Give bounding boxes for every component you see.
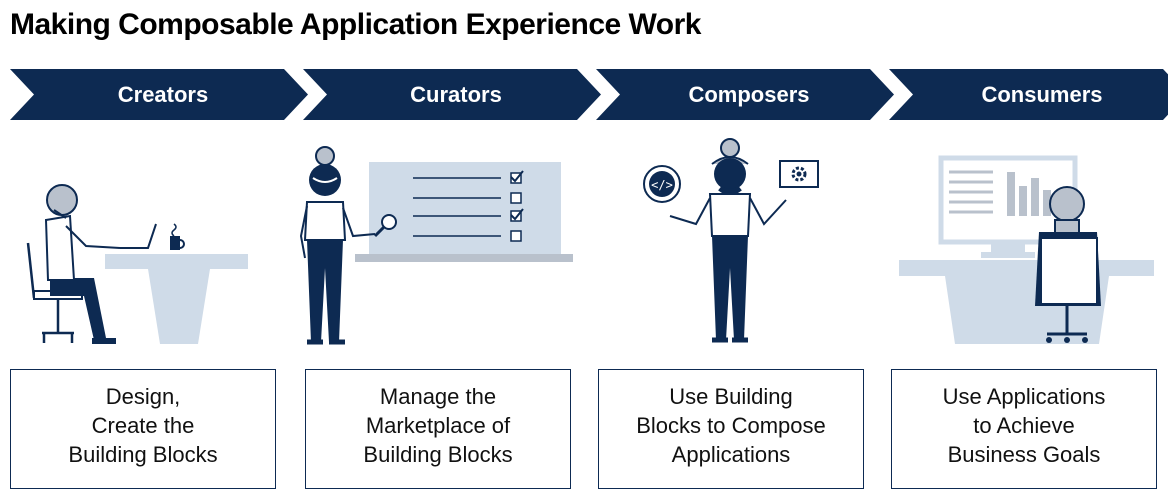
stage-description-composers: Use Building Blocks to Compose Applicati… xyxy=(598,369,864,489)
page-title: Making Composable Application Experience… xyxy=(10,8,701,41)
stage-label: Curators xyxy=(410,82,502,107)
stage-header-creators: Creators xyxy=(10,69,308,120)
person-with-code-and-gear-icon: </> xyxy=(643,138,819,343)
stage-description-curators: Manage the Marketplace of Building Block… xyxy=(305,369,571,489)
description-text: Manage the Marketplace of Building Block… xyxy=(363,384,513,467)
stage-label: Composers xyxy=(688,82,810,107)
stage-header-consumers: Consumers xyxy=(889,69,1168,120)
stage-header-composers: Composers xyxy=(596,69,894,120)
svg-text:</>: </> xyxy=(651,178,673,192)
person-at-dashboard-monitor-icon xyxy=(899,155,1154,344)
description-text: Design, Create the Building Blocks xyxy=(68,384,218,467)
stage-label: Creators xyxy=(117,82,209,107)
person-at-laptop-icon xyxy=(26,184,248,344)
person-at-checklist-board-icon xyxy=(299,146,573,345)
description-text: Use Building Blocks to Compose Applicati… xyxy=(636,384,826,467)
description-text: Use Applications to Achieve Business Goa… xyxy=(942,384,1106,467)
stage-header-curators: Curators xyxy=(303,69,601,120)
stage-description-creators: Design, Create the Building Blocks xyxy=(10,369,276,489)
stage-description-consumers: Use Applications to Achieve Business Goa… xyxy=(891,369,1157,489)
stage-label: Consumers xyxy=(981,82,1103,107)
